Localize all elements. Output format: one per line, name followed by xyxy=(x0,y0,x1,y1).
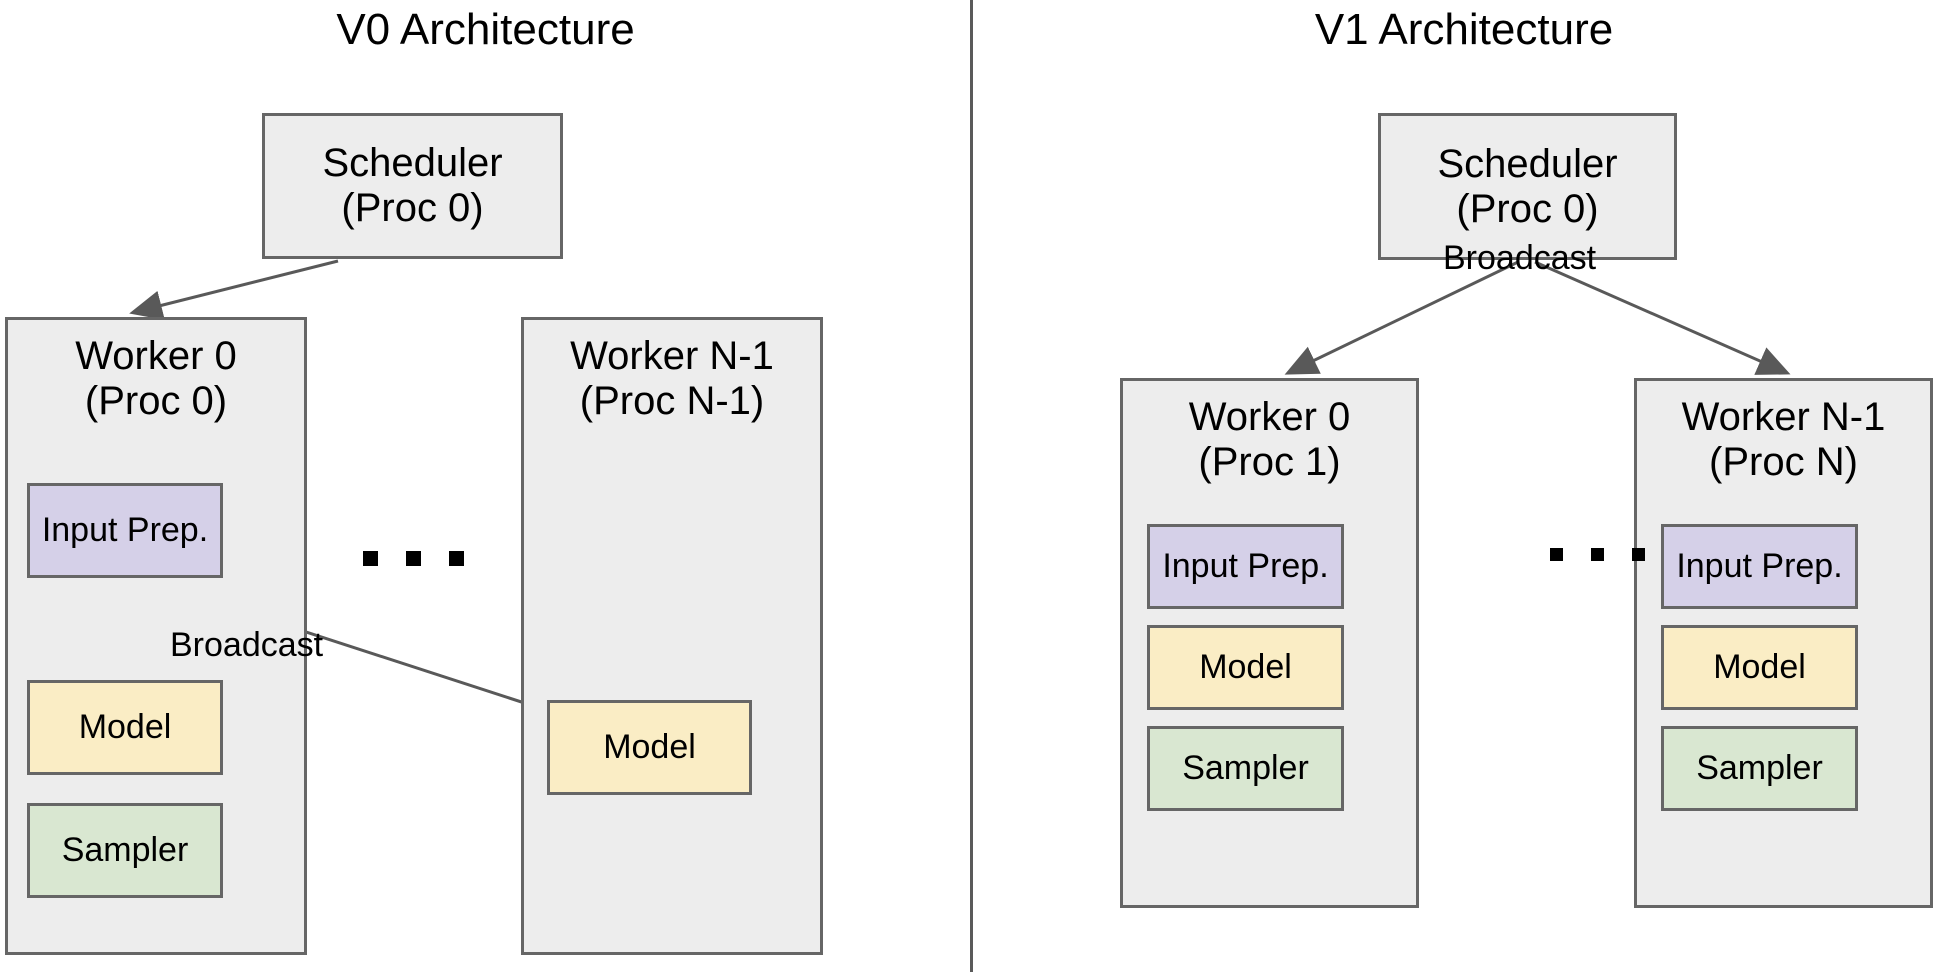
panel-divider xyxy=(970,0,973,972)
ellipsis-dot xyxy=(1550,548,1563,561)
v1-worker-n1-input-prep[interactable]: Input Prep. xyxy=(1661,524,1858,609)
v1-worker-0-model-label: Model xyxy=(1199,647,1292,686)
v0-worker-n1-model-label: Model xyxy=(603,727,696,766)
v1-worker-n1-model[interactable]: Model xyxy=(1661,625,1858,710)
v0-worker-n1-container[interactable]: Worker N-1 (Proc N-1) xyxy=(521,317,823,955)
ellipsis-dot xyxy=(406,551,421,566)
v0-worker-0-model-label: Model xyxy=(78,707,172,746)
v1-worker-n1-sampler[interactable]: Sampler xyxy=(1661,726,1858,811)
v1-worker-n1-input-prep-label: Input Prep. xyxy=(1676,546,1843,585)
v1-worker-0-input-prep[interactable]: Input Prep. xyxy=(1147,524,1344,609)
v0-worker-n1-model[interactable]: Model xyxy=(547,700,752,795)
v0-worker-0-input-prep[interactable]: Input Prep. xyxy=(27,483,223,578)
v0-worker-0-input-prep-label: Input Prep. xyxy=(41,510,209,549)
ellipsis-dot xyxy=(449,551,464,566)
v0-worker-0-sampler-label: Sampler xyxy=(61,830,189,869)
v1-worker-0-sampler-label: Sampler xyxy=(1182,748,1309,787)
v1-scheduler-label: Scheduler (Proc 0) xyxy=(1437,141,1618,231)
v1-worker-n1-model-label: Model xyxy=(1713,647,1806,686)
ellipsis-dot xyxy=(1632,548,1645,561)
panel-v0: V0 Architecture xyxy=(0,0,971,972)
panel-v1: V1 Architecture xyxy=(974,0,1954,972)
v1-scheduler-node[interactable]: Scheduler (Proc 0) xyxy=(1378,113,1677,260)
v1-ellipsis xyxy=(1550,548,1645,561)
v1-worker-n1-container[interactable]: Worker N-1 (Proc N) xyxy=(1634,378,1933,908)
ellipsis-dot xyxy=(363,551,378,566)
v1-worker-n1-label: Worker N-1 (Proc N) xyxy=(1681,395,1886,484)
v1-worker-0-input-prep-label: Input Prep. xyxy=(1162,546,1329,585)
panel-v1-title: V1 Architecture xyxy=(1314,5,1614,54)
v1-worker-0-label: Worker 0 (Proc 1) xyxy=(1188,395,1351,484)
v0-ellipsis xyxy=(363,551,464,566)
v1-broadcast-label: Broadcast xyxy=(1443,239,1597,277)
v0-worker-n1-label: Worker N-1 (Proc N-1) xyxy=(570,334,774,423)
v1-worker-0-sampler[interactable]: Sampler xyxy=(1147,726,1344,811)
v0-worker-0-label: Worker 0 (Proc 0) xyxy=(75,334,237,423)
panel-v0-title: V0 Architecture xyxy=(336,5,635,54)
ellipsis-dot xyxy=(1591,548,1604,561)
v1-worker-n1-sampler-label: Sampler xyxy=(1696,748,1823,787)
v0-scheduler-node[interactable]: Scheduler (Proc 0) xyxy=(262,113,563,259)
v1-worker-0-model[interactable]: Model xyxy=(1147,625,1344,710)
v0-worker-0-model[interactable]: Model xyxy=(27,680,223,775)
v0-worker-0-sampler[interactable]: Sampler xyxy=(27,803,223,898)
v0-scheduler-label: Scheduler (Proc 0) xyxy=(322,141,503,230)
v0-broadcast-label: Broadcast xyxy=(170,626,324,664)
